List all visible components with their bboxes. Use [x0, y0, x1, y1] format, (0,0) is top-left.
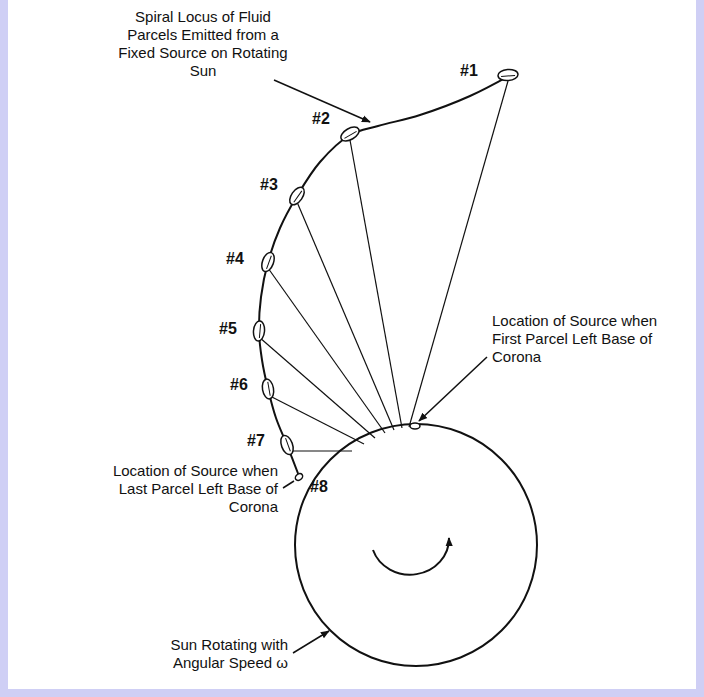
callout-number: #8 — [310, 478, 328, 496]
parcel-hatch — [268, 382, 270, 396]
radial-line — [259, 337, 375, 438]
fluid-parcel — [261, 378, 275, 400]
rotation-arrow — [373, 538, 449, 575]
leader-line — [419, 357, 487, 421]
leader-line — [283, 481, 294, 488]
source-note: Location of Source when Last Parcel Left… — [98, 462, 278, 516]
callout-number: #4 — [226, 250, 244, 268]
fluid-parcels — [253, 69, 519, 457]
parcel-shape — [253, 321, 266, 342]
sun-circle — [295, 424, 537, 666]
fluid-parcel — [339, 124, 362, 144]
parcel-shape — [339, 124, 362, 144]
parcel-hatch — [294, 191, 302, 202]
parcel-hatch — [286, 438, 291, 451]
parcel-shape — [259, 251, 276, 274]
fluid-parcel — [253, 321, 266, 342]
parcel-hatch — [501, 75, 515, 76]
fluid-parcel — [259, 251, 276, 274]
callout-number: #1 — [460, 62, 478, 80]
parcel-shape — [278, 434, 295, 457]
radial-line — [297, 202, 394, 430]
source-note: Location of Source when First Parcel Lef… — [492, 312, 677, 366]
parcel-hatch — [259, 324, 260, 338]
parcel-shape — [498, 69, 519, 82]
parcel-hatch — [267, 256, 272, 269]
parcel-shape — [261, 378, 275, 400]
parcel-shape — [287, 185, 307, 208]
spiral-locus — [259, 72, 516, 476]
fluid-parcel — [287, 185, 307, 208]
callout-number: #5 — [219, 320, 237, 338]
source-marker — [294, 472, 304, 482]
spiral-label: Spiral Locus of Fluid Parcels Emitted fr… — [118, 8, 288, 80]
callout-number: #7 — [247, 432, 265, 450]
parcel-hatch — [344, 131, 356, 138]
fluid-parcel — [498, 69, 519, 82]
sun-note: Sun Rotating with Angular Speed ω — [136, 636, 288, 672]
radial-line — [350, 140, 402, 428]
callout-number: #2 — [312, 110, 330, 128]
callout-number: #6 — [230, 376, 248, 394]
radial-line — [268, 268, 385, 433]
radial-lines — [259, 81, 508, 451]
radial-line — [409, 81, 508, 427]
callout-number: #3 — [260, 176, 278, 194]
fluid-parcel — [278, 434, 295, 457]
radial-line — [287, 450, 352, 451]
source-marker — [410, 423, 420, 429]
leader-line — [293, 631, 329, 653]
